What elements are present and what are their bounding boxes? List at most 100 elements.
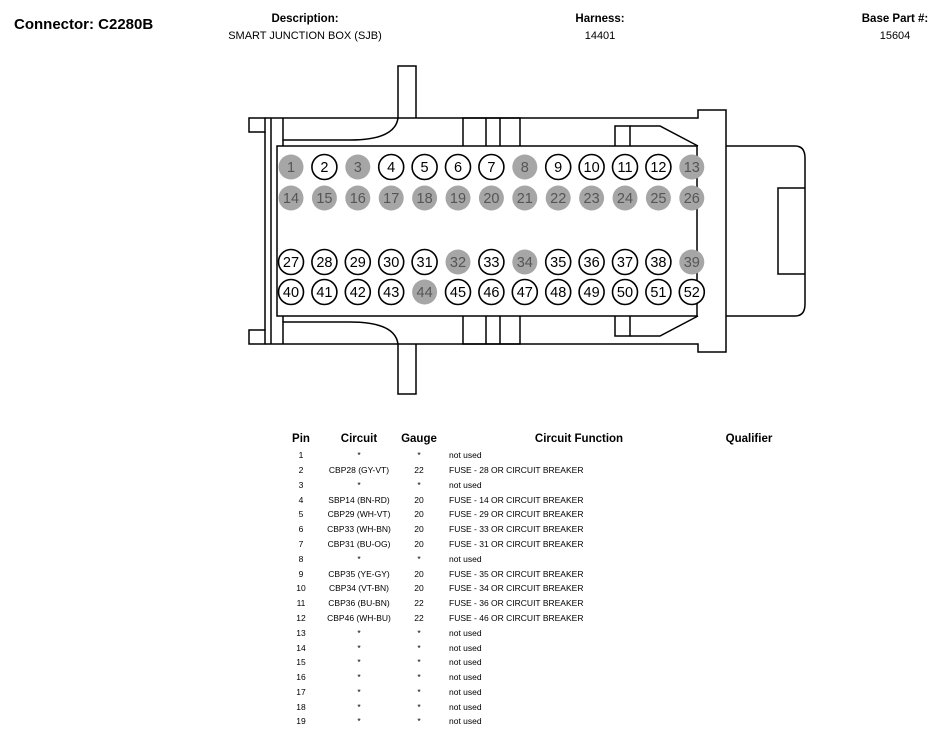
pin-circle bbox=[444, 278, 472, 306]
pin-39: 39 bbox=[679, 249, 705, 275]
pin-15: 15 bbox=[311, 185, 337, 211]
pin-6: 6 bbox=[444, 153, 472, 181]
pin-number: 25 bbox=[650, 191, 666, 207]
pin-41: 41 bbox=[311, 278, 338, 306]
pin-number: 24 bbox=[617, 191, 633, 207]
cell-circuit-function: not used bbox=[449, 716, 482, 727]
pin-16: 16 bbox=[345, 185, 371, 211]
pin-31: 31 bbox=[411, 248, 438, 276]
pin-38: 38 bbox=[645, 248, 672, 276]
table-row: 18**not used bbox=[283, 700, 779, 715]
cell-circuit: CBP35 (YE-GY) bbox=[328, 568, 390, 579]
pin-35: 35 bbox=[544, 248, 572, 276]
pin-circle bbox=[611, 248, 639, 276]
pin-number: 40 bbox=[283, 285, 299, 301]
pin-circle bbox=[478, 185, 504, 211]
cell-qualifier bbox=[719, 478, 779, 493]
pin-43: 43 bbox=[377, 278, 405, 306]
pin-circle bbox=[377, 278, 405, 306]
pin-circle bbox=[377, 153, 405, 181]
cell-gauge: 20 bbox=[414, 568, 424, 579]
pin-52: 52 bbox=[678, 278, 706, 306]
pin-number: 47 bbox=[517, 285, 533, 301]
pin-13: 13 bbox=[679, 154, 705, 180]
pin-10: 10 bbox=[578, 153, 605, 181]
pin-number: 22 bbox=[550, 191, 566, 207]
pin-number: 23 bbox=[584, 191, 600, 207]
pin-number: 4 bbox=[387, 160, 395, 176]
cell-circuit: CBP36 (BU-BN) bbox=[328, 598, 390, 609]
cell-pin: 3 bbox=[298, 479, 304, 490]
pin-number: 12 bbox=[650, 160, 666, 176]
pin-36: 36 bbox=[578, 248, 605, 276]
pin-circle bbox=[478, 153, 505, 181]
pin-circle bbox=[578, 278, 605, 306]
cell-qualifier bbox=[719, 685, 779, 700]
cell-circuit-function: not used bbox=[449, 627, 482, 638]
pin-circle bbox=[311, 278, 338, 306]
pin-number: 1 bbox=[287, 160, 295, 176]
cell-pin: 9 bbox=[298, 568, 304, 579]
pin-number: 3 bbox=[354, 160, 362, 176]
harness-block: Harness: 14401 bbox=[540, 11, 660, 45]
pin-circle bbox=[344, 278, 372, 306]
cell-circuit-function: not used bbox=[449, 642, 482, 653]
table-row: 17**not used bbox=[283, 685, 779, 700]
pin-46: 46 bbox=[478, 278, 505, 306]
pin-number: 46 bbox=[483, 285, 499, 301]
pin-number: 9 bbox=[554, 160, 562, 176]
cell-pin: 6 bbox=[298, 524, 304, 535]
harness-value: 14401 bbox=[584, 30, 616, 42]
pin-33: 33 bbox=[478, 248, 505, 276]
pin-51: 51 bbox=[645, 278, 672, 306]
pin-circle bbox=[412, 185, 438, 211]
cell-pin: 19 bbox=[296, 716, 306, 727]
cell-gauge: 22 bbox=[414, 598, 424, 609]
pin-circle bbox=[445, 185, 471, 211]
pin-32: 32 bbox=[445, 249, 471, 275]
cell-circuit: CBP46 (WH-BU) bbox=[327, 612, 391, 623]
pin-5: 5 bbox=[411, 153, 438, 181]
cell-circuit-function: not used bbox=[449, 657, 482, 668]
pin-8: 8 bbox=[512, 154, 538, 180]
cell-pin: 12 bbox=[296, 612, 306, 623]
cell-pin: 8 bbox=[298, 553, 304, 564]
cell-pin: 13 bbox=[296, 627, 306, 638]
table-row: 1**not used bbox=[283, 448, 779, 463]
pin-number: 39 bbox=[684, 255, 700, 271]
pin-number: 17 bbox=[383, 191, 399, 207]
pin-circle bbox=[278, 154, 304, 180]
pin-number: 27 bbox=[283, 255, 299, 271]
pin-42: 42 bbox=[344, 278, 372, 306]
pin-11: 11 bbox=[611, 153, 639, 181]
pin-50: 50 bbox=[611, 278, 639, 306]
table-row: 14**not used bbox=[283, 640, 779, 655]
pin-number: 33 bbox=[483, 255, 499, 271]
pin-circle bbox=[679, 185, 705, 211]
cell-circuit-function: FUSE - 36 OR CIRCUIT BREAKER bbox=[449, 598, 584, 609]
cell-circuit-function: not used bbox=[449, 672, 482, 683]
pin-number: 7 bbox=[487, 160, 495, 176]
pin-34: 34 bbox=[512, 249, 538, 275]
pin-circle bbox=[544, 153, 572, 181]
cell-qualifier bbox=[719, 596, 779, 611]
pin-circle bbox=[278, 185, 304, 211]
table-row: 3**not used bbox=[283, 478, 779, 493]
pin-number: 44 bbox=[417, 285, 433, 301]
cell-circuit-function: not used bbox=[449, 701, 482, 712]
pin-number: 31 bbox=[417, 255, 433, 271]
pin-number: 51 bbox=[650, 285, 666, 301]
cell-circuit-function: FUSE - 34 OR CIRCUIT BREAKER bbox=[449, 583, 584, 594]
cell-qualifier bbox=[719, 537, 779, 552]
pin-circle bbox=[679, 154, 705, 180]
table-row: 13**not used bbox=[283, 626, 779, 641]
pin-circle bbox=[412, 279, 438, 305]
cell-pin: 15 bbox=[296, 657, 306, 668]
base-part-value: 15604 bbox=[879, 30, 911, 42]
cell-pin: 5 bbox=[298, 509, 304, 520]
cell-pin: 1 bbox=[298, 450, 304, 461]
